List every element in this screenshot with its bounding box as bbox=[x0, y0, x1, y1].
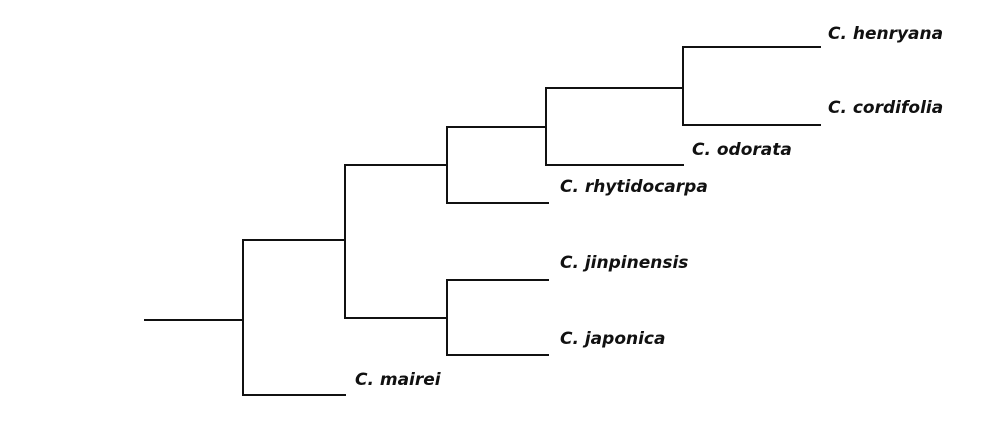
label-japonica: C. japonica bbox=[560, 329, 665, 349]
label-mairei: C. mairei bbox=[355, 370, 442, 390]
label-rhytidocarpa: C. rhytidocarpa bbox=[560, 177, 708, 197]
label-henryana: C. henryana bbox=[828, 24, 943, 44]
label-jinpinensis: C. jinpinensis bbox=[560, 253, 688, 273]
label-cordifolia: C. cordifolia bbox=[828, 98, 943, 118]
label-odorata: C. odorata bbox=[692, 140, 792, 160]
